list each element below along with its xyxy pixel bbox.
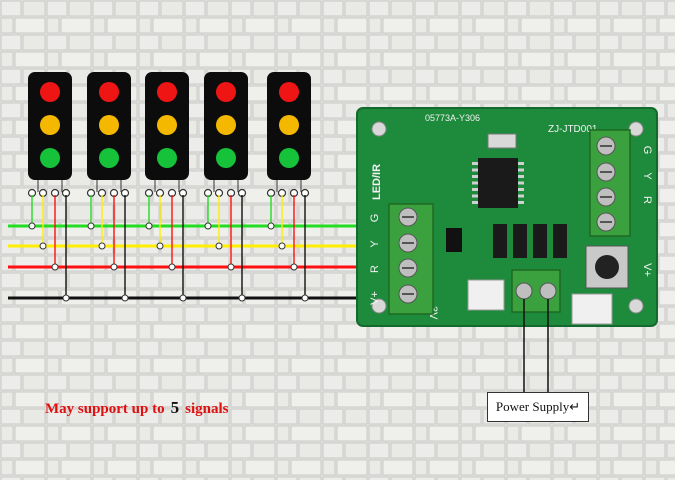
ic-pin <box>518 194 524 198</box>
junction-dot <box>278 242 286 250</box>
junction-dot <box>204 222 212 230</box>
mounting-hole <box>371 121 387 137</box>
lamp-yellow <box>40 115 60 135</box>
junction-dot <box>215 242 223 250</box>
lamp-yellow <box>157 115 177 135</box>
signal-head <box>86 72 131 198</box>
signal-head <box>144 72 189 198</box>
caption-suffix: signals <box>185 401 229 417</box>
terminal-label: Y <box>369 240 381 248</box>
terminal-label: R <box>369 265 381 273</box>
transistor <box>446 228 462 252</box>
lamp-red <box>157 82 177 102</box>
terminal-label: V+ <box>641 263 653 277</box>
junction-dot <box>145 222 153 230</box>
junction-dot <box>168 263 176 271</box>
junction-dot <box>179 294 187 302</box>
push-button-cap <box>595 255 619 279</box>
signal-head <box>266 72 311 198</box>
lamp-red <box>99 82 119 102</box>
mounting-hole <box>371 298 387 314</box>
lamp-yellow <box>216 115 236 135</box>
board-model: ZJ-JTD001 <box>548 124 598 135</box>
caption-prefix: May support up to <box>45 401 165 417</box>
lamp-green <box>216 148 236 168</box>
terminal-label: Y <box>641 172 653 180</box>
ic-pin <box>472 162 478 165</box>
support-caption: May support up to 5 signals <box>45 398 228 418</box>
jst-connector <box>571 293 613 325</box>
lamp-green <box>99 148 119 168</box>
caption-count: 5 <box>170 398 180 417</box>
junction-dot <box>39 242 47 250</box>
lamp-red <box>279 82 299 102</box>
lamp-red <box>40 82 60 102</box>
junction-dot <box>301 294 309 302</box>
lamp-green <box>279 148 299 168</box>
terminal-label: V+ <box>369 291 381 305</box>
junction-dot <box>227 263 235 271</box>
ic-pin <box>472 194 478 198</box>
transistor <box>513 224 527 258</box>
signal-head <box>203 72 248 198</box>
ic-pin <box>472 181 478 185</box>
signal-heads <box>27 72 311 198</box>
ic-pin <box>472 175 478 178</box>
lamp-yellow <box>99 115 119 135</box>
power-supply-box: Power Supply↵ <box>487 392 589 422</box>
ic-chip <box>478 158 518 208</box>
lamp-red <box>216 82 236 102</box>
ic-pin <box>518 162 524 165</box>
screw <box>515 282 533 300</box>
junction-dot <box>121 294 129 302</box>
lamp-green <box>40 148 60 168</box>
ic-pin <box>472 201 478 204</box>
junction-dot <box>238 294 246 302</box>
capacitor <box>487 133 517 149</box>
screw <box>539 282 557 300</box>
junction-dot <box>156 242 164 250</box>
bus-wires <box>8 195 394 302</box>
transistor <box>493 224 507 258</box>
mounting-hole <box>628 121 644 137</box>
transistor <box>553 224 567 258</box>
signal-head <box>27 72 72 198</box>
junction-dot <box>98 242 106 250</box>
ic-pin <box>518 181 524 185</box>
junction-dot <box>87 222 95 230</box>
ic-pin <box>518 168 524 172</box>
jst-connector <box>467 279 505 311</box>
terminal-label: G <box>369 214 381 223</box>
junction-dot <box>51 263 59 271</box>
ic-pin <box>518 175 524 178</box>
part-number: 05773A-Y306 <box>425 113 480 123</box>
ic-pin <box>472 168 478 172</box>
lamp-green <box>157 148 177 168</box>
ic-pin <box>518 188 524 191</box>
transistor <box>533 224 547 258</box>
lamp-yellow <box>279 115 299 135</box>
terminal-label: R <box>641 196 653 204</box>
junction-dot <box>290 263 298 271</box>
mounting-hole <box>628 298 644 314</box>
junction-dot <box>267 222 275 230</box>
junction-dot <box>28 222 36 230</box>
junction-dot <box>62 294 70 302</box>
junction-dot <box>110 263 118 271</box>
power-supply-label: Power Supply↵ <box>495 399 581 414</box>
ic-pin <box>472 188 478 191</box>
terminal-label: G <box>641 146 653 155</box>
led-ir-label: LED/IR <box>371 164 383 200</box>
ic-pin <box>518 201 524 204</box>
